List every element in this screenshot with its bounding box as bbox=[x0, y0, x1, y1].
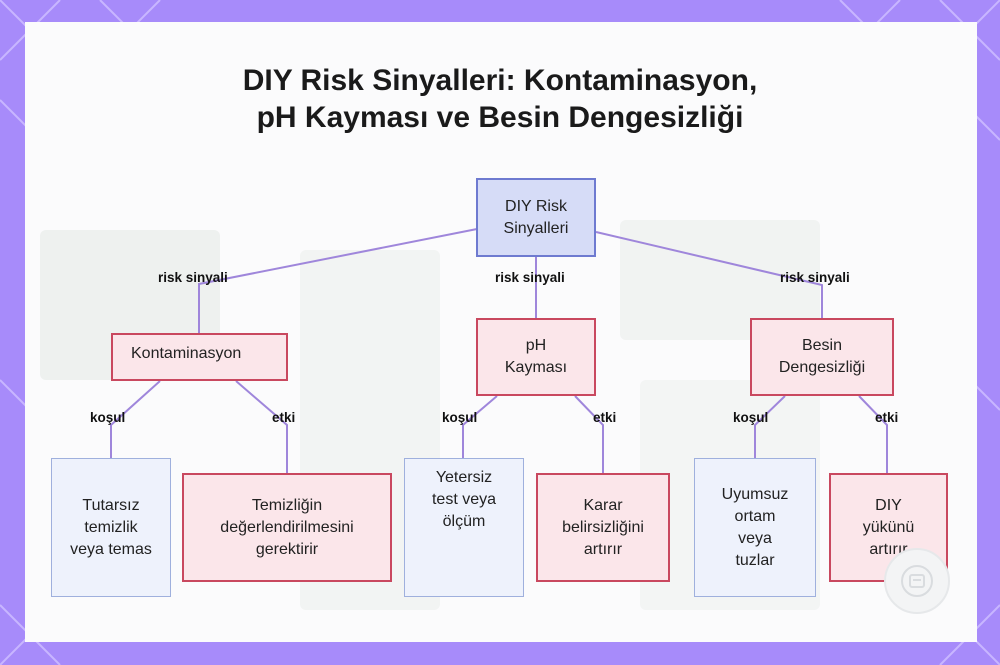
node-condition-incompatible-media: Uyumsuz ortam veya tuzlar bbox=[694, 458, 816, 597]
node-effect-cleaning-assessment: Temizliğin değerlendirilmesini gerektiri… bbox=[182, 473, 392, 582]
edge-nutrient-condition bbox=[754, 395, 786, 458]
edge-nutrient-effect bbox=[858, 395, 888, 473]
edge-label-risk-signal: risk sinyali bbox=[158, 270, 228, 285]
edge-label-effect: etki bbox=[593, 410, 617, 425]
title-line-2: pH Kayması ve Besin Dengesizliği bbox=[256, 101, 744, 134]
edge-label-condition: koşul bbox=[442, 410, 478, 425]
edge-ph-effect bbox=[574, 395, 604, 473]
edge-contamination-effect bbox=[235, 380, 288, 473]
edge-root-nutrient bbox=[595, 231, 823, 318]
node-contamination: Kontaminasyon bbox=[111, 333, 288, 381]
edge-label-effect: etki bbox=[875, 410, 899, 425]
node-root-diy-risk-signals: DIY Risk Sinyalleri bbox=[476, 178, 596, 257]
logo-icon bbox=[884, 548, 950, 614]
edge-label-effect: etki bbox=[272, 410, 296, 425]
node-condition-inconsistent-cleaning: Tutarsız temizlik veya temas bbox=[51, 458, 171, 597]
edge-label-condition: koşul bbox=[733, 410, 769, 425]
node-condition-insufficient-testing: Yetersiz test veya ölçüm bbox=[404, 458, 524, 597]
edge-label-condition: koşul bbox=[90, 410, 126, 425]
logo-icon-glyph bbox=[901, 565, 933, 597]
node-effect-decision-uncertainty: Karar belirsizliğini artırır bbox=[536, 473, 670, 582]
edge-ph-condition bbox=[462, 395, 498, 458]
diagram-title: DIY Risk Sinyalleri: Kontaminasyon, pH K… bbox=[0, 62, 1000, 136]
edge-label-risk-signal: risk sinyali bbox=[495, 270, 565, 285]
edge-contamination-condition bbox=[110, 380, 161, 458]
title-line-1: DIY Risk Sinyalleri: Kontaminasyon, bbox=[242, 64, 758, 97]
node-ph-shift: pH Kayması bbox=[476, 318, 596, 396]
edge-root-contamination bbox=[198, 228, 478, 333]
edge-label-risk-signal: risk sinyali bbox=[780, 270, 850, 285]
node-nutrient-imbalance: Besin Dengesizliği bbox=[750, 318, 894, 396]
